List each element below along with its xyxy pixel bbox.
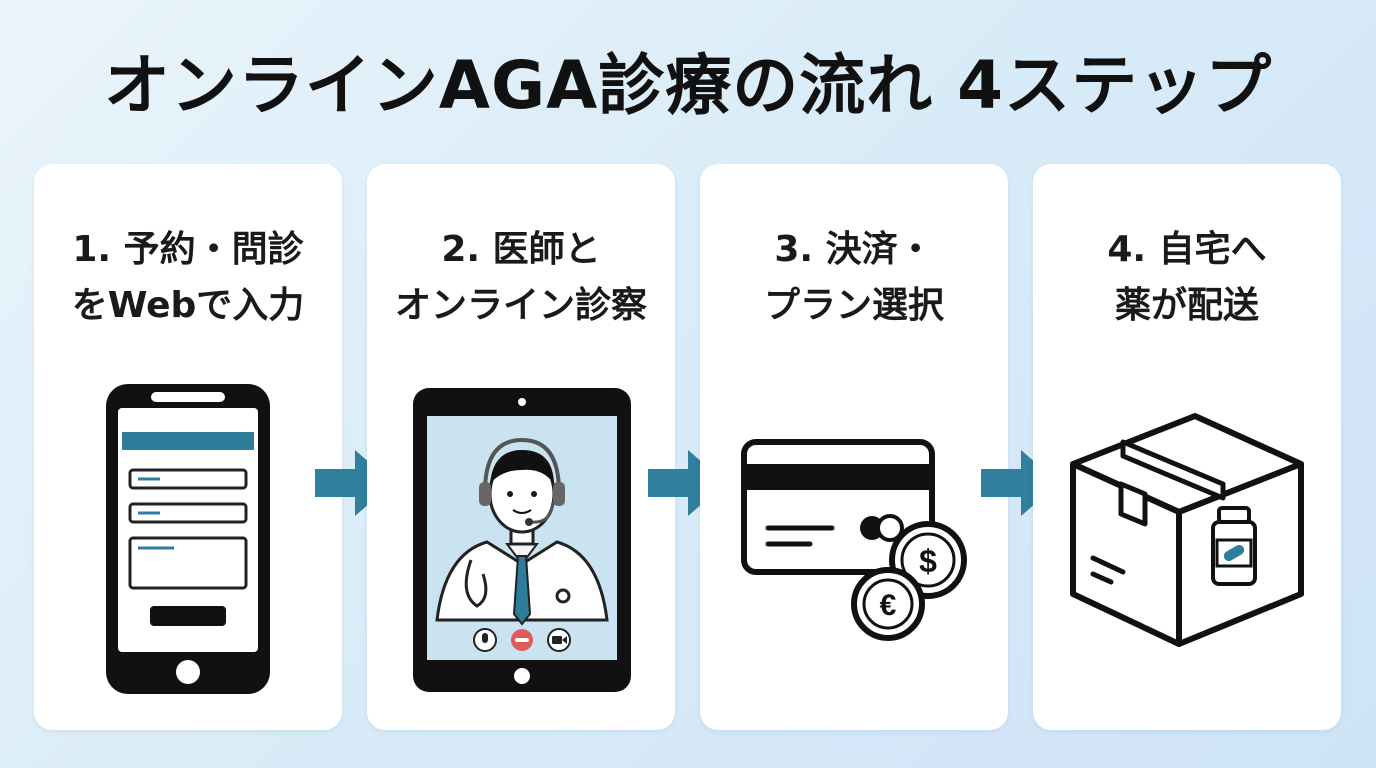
svg-text:€: € bbox=[880, 589, 897, 622]
package-medicine-icon bbox=[1070, 413, 1304, 647]
step-card-1: 1. 予約・問診 をWebで入力 bbox=[34, 164, 342, 730]
step-1-label-line2: をWebで入力 bbox=[71, 285, 305, 326]
step-4-label-line2: 薬が配送 bbox=[1114, 285, 1259, 326]
smartphone-form-icon bbox=[106, 384, 270, 694]
step-4-label: 4. 自宅へ 薬が配送 bbox=[1033, 222, 1341, 334]
step-1-label-line1: 1. 予約・問診 bbox=[72, 229, 304, 270]
step-2-label: 2. 医師と オンライン診察 bbox=[367, 222, 675, 334]
step-4-label-line1: 4. 自宅へ bbox=[1107, 229, 1267, 270]
step-card-2: 2. 医師と オンライン診察 bbox=[367, 164, 675, 730]
step-card-4: 4. 自宅へ 薬が配送 bbox=[1033, 164, 1341, 730]
tablet-video-call-doctor-icon bbox=[413, 388, 631, 692]
step-3-label: 3. 決済・ プラン選択 bbox=[700, 222, 1008, 334]
step-card-3: 3. 決済・ プラン選択 $ € bbox=[700, 164, 1008, 730]
step-1-label: 1. 予約・問診 をWebで入力 bbox=[34, 222, 342, 334]
step-2-label-line2: オンライン診察 bbox=[394, 285, 647, 326]
step-3-label-line2: プラン選択 bbox=[763, 285, 944, 326]
step-2-label-line1: 2. 医師と bbox=[441, 229, 601, 270]
page-title: オンラインAGA診療の流れ 4ステップ bbox=[103, 47, 1273, 124]
step-3-label-line1: 3. 決済・ bbox=[774, 229, 934, 270]
credit-card-coins-icon: $ € bbox=[741, 439, 967, 641]
svg-text:$: $ bbox=[919, 543, 937, 579]
